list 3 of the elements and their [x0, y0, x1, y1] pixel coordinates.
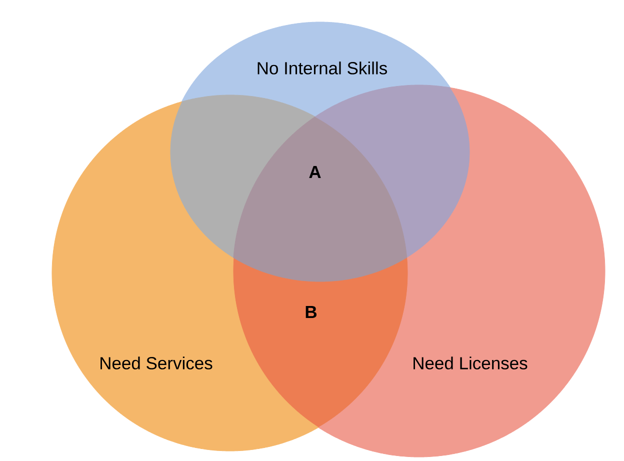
venn-region: No Internal Skills	[181, 22, 451, 117]
overlap-region: A	[233, 116, 408, 282]
overlap-region: B	[232, 257, 408, 428]
